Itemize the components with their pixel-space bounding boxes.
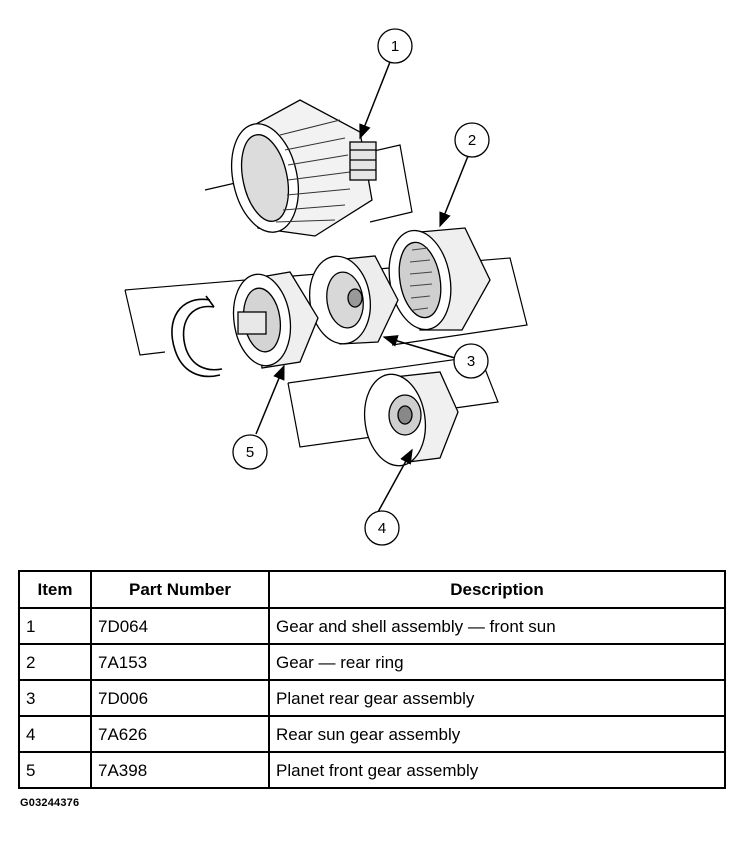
header-description: Description — [268, 570, 726, 609]
leader-lines — [255, 61, 469, 513]
part-3-planet-rear — [309, 255, 399, 345]
figure-id: G03244376 — [20, 797, 80, 809]
table-row: 3 7D006 Planet rear gear assembly — [18, 679, 726, 717]
cell-item: 4 — [18, 715, 92, 753]
table-row: 2 7A153 Gear — rear ring — [18, 643, 726, 681]
callout-1-label: 1 — [391, 38, 399, 55]
callout-4-label: 4 — [378, 520, 386, 537]
cell-description: Gear and shell assembly — front sun — [268, 607, 726, 645]
cell-description: Planet front gear assembly — [268, 751, 726, 789]
part-4-rear-sun-gear — [363, 371, 459, 467]
cell-part-number: 7D064 — [90, 607, 270, 645]
table-row: 1 7D064 Gear and shell assembly — front … — [18, 607, 726, 645]
cell-part-number: 7D006 — [90, 679, 270, 717]
cell-description: Rear sun gear assembly — [268, 715, 726, 753]
table-row: 4 7A626 Rear sun gear assembly — [18, 715, 726, 753]
header-item: Item — [18, 570, 92, 609]
table-row: 5 7A398 Planet front gear assembly — [18, 751, 726, 789]
part-5-planet-front — [232, 271, 319, 369]
callout-3: 3 — [453, 343, 489, 379]
part-1-gear-shell — [231, 99, 377, 237]
table-header-row: Item Part Number Description — [18, 570, 726, 609]
header-part-number: Part Number — [90, 570, 270, 609]
exploded-gear-diagram: 1 2 3 4 5 — [124, 28, 528, 546]
part-2-ring-gear — [388, 227, 491, 331]
callout-1: 1 — [377, 28, 413, 64]
parts-table: Item Part Number Description 1 7D064 Gea… — [18, 570, 726, 789]
cell-part-number: 7A626 — [90, 715, 270, 753]
cell-part-number: 7A398 — [90, 751, 270, 789]
cell-part-number: 7A153 — [90, 643, 270, 681]
snap-ring — [171, 295, 223, 378]
cell-item: 2 — [18, 643, 92, 681]
cell-description: Gear — rear ring — [268, 643, 726, 681]
callout-4: 4 — [364, 510, 400, 546]
cell-item: 1 — [18, 607, 92, 645]
callout-5-label: 5 — [246, 444, 254, 461]
axis-plane-bottom — [287, 355, 499, 448]
cell-item: 5 — [18, 751, 92, 789]
callout-5: 5 — [232, 434, 268, 470]
cell-description: Planet rear gear assembly — [268, 679, 726, 717]
cell-item: 3 — [18, 679, 92, 717]
callout-3-label: 3 — [467, 353, 475, 370]
callout-2-label: 2 — [468, 132, 476, 149]
callout-2: 2 — [454, 122, 490, 158]
